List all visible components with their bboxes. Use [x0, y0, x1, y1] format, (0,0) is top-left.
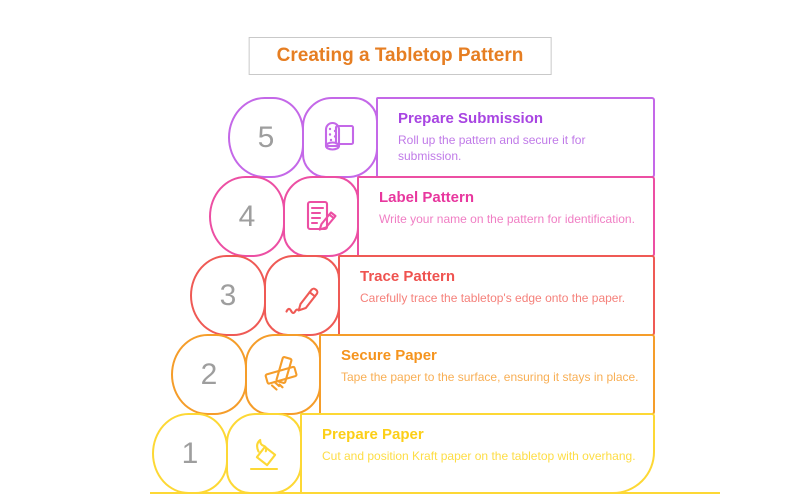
paper-roll-icon	[324, 121, 355, 151]
step-row-3: 3 Trace Pattern Carefully trace the tabl…	[0, 255, 800, 336]
step-number-bubble: 5	[228, 97, 304, 178]
step-icon-cell	[264, 255, 340, 336]
step-card: Trace Pattern Carefully trace the tablet…	[338, 255, 655, 336]
bottom-baseline	[150, 492, 720, 494]
step-icon-cell	[226, 413, 302, 494]
step-title: Secure Paper	[341, 347, 437, 364]
step-icon-cell	[283, 176, 359, 257]
step-description: Roll up the pattern and secure it for su…	[398, 133, 586, 163]
step-description: Cut and position Kraft paper on the tabl…	[322, 449, 636, 463]
step-title: Prepare Submission	[398, 110, 544, 127]
step-number: 2	[200, 357, 218, 391]
step-icon-cell	[302, 97, 378, 178]
step-description: Tape the paper to the surface, ensuring …	[341, 370, 639, 384]
step-card: Label Pattern Write your name on the pat…	[357, 176, 655, 257]
step-number: 4	[238, 199, 256, 233]
step-description: Carefully trace the tabletop's edge onto…	[360, 291, 626, 305]
step-card: Prepare Paper Cut and position Kraft pap…	[300, 413, 655, 494]
tape-icon	[264, 355, 298, 391]
step-row-1: 1 Prepare Paper Cut and position Kraft p…	[0, 413, 800, 494]
page-title: Creating a Tabletop Pattern	[248, 37, 552, 75]
step-row-4: 4 Label Pattern Write your name on the p…	[0, 176, 800, 257]
paper-insert-icon	[249, 438, 279, 470]
step-number-bubble: 2	[171, 334, 247, 415]
step-number: 3	[219, 278, 237, 312]
document-pencil-icon	[306, 200, 337, 231]
step-row-5: 5 Prepare Submission Roll up the pattern…	[0, 97, 800, 178]
step-card: Secure Paper Tape the paper to the surfa…	[319, 334, 655, 415]
step-number-bubble: 1	[152, 413, 228, 494]
step-title: Prepare Paper	[322, 426, 424, 443]
pencil-squiggle-icon	[285, 287, 319, 314]
step-icon-cell	[245, 334, 321, 415]
step-title: Label Pattern	[379, 189, 475, 206]
step-description: Write your name on the pattern for ident…	[379, 212, 635, 226]
step-number: 5	[257, 120, 275, 154]
step-card: Prepare Submission Roll up the pattern a…	[376, 97, 655, 178]
step-number-bubble: 3	[190, 255, 266, 336]
step-title: Trace Pattern	[360, 268, 456, 285]
step-number-bubble: 4	[209, 176, 285, 257]
step-number: 1	[181, 436, 199, 470]
step-row-2: 2 Secure Paper Tape the paper to the sur…	[0, 334, 800, 415]
